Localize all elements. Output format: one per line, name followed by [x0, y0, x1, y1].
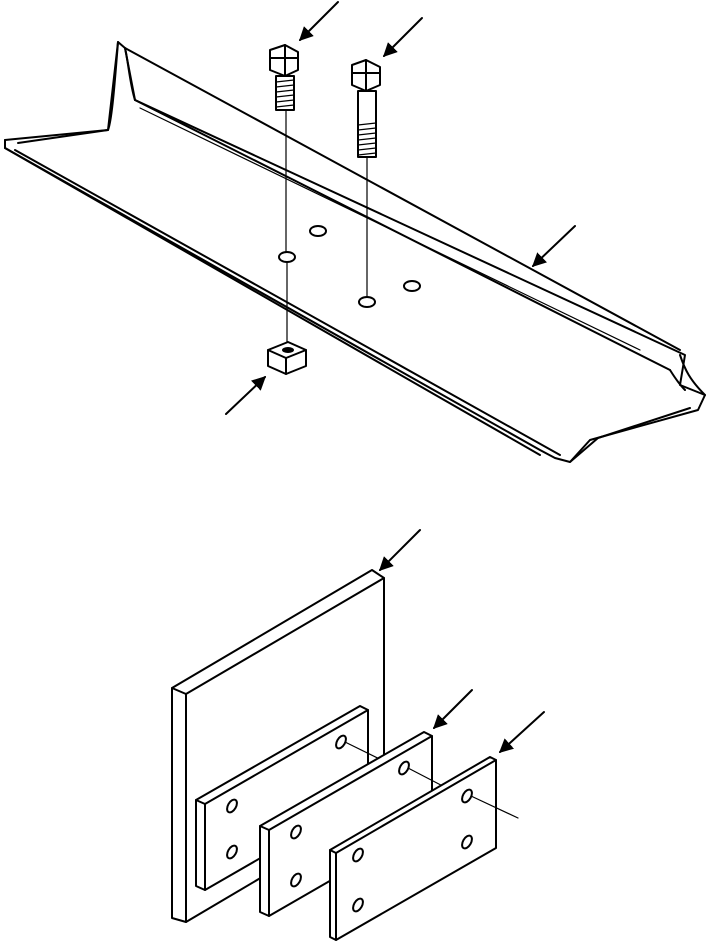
- hole-3: [358, 296, 376, 308]
- arrow-short-screw: [299, 1, 339, 41]
- arrow-track-shoe: [531, 225, 576, 267]
- arrow-mounting-plate: [379, 529, 421, 571]
- track-shoe: [4, 41, 706, 463]
- shim-outer: [329, 756, 519, 941]
- callout-arrows-upper: [225, 1, 576, 415]
- arrow-shim-middle: [433, 689, 473, 729]
- hole-2: [309, 225, 327, 237]
- hole-1: [278, 251, 296, 263]
- callout-arrows-lower: [379, 529, 545, 753]
- arrow-nut: [225, 376, 267, 415]
- square-nut: [267, 261, 307, 375]
- arrow-shim-outer: [498, 711, 545, 753]
- cap-screw-long: [351, 59, 381, 298]
- cap-screw-short: [269, 44, 299, 253]
- shoe-bolt-holes: [278, 225, 421, 308]
- track-shoe-body: [4, 41, 706, 463]
- hole-4: [403, 280, 421, 292]
- arrow-long-screw: [383, 17, 423, 57]
